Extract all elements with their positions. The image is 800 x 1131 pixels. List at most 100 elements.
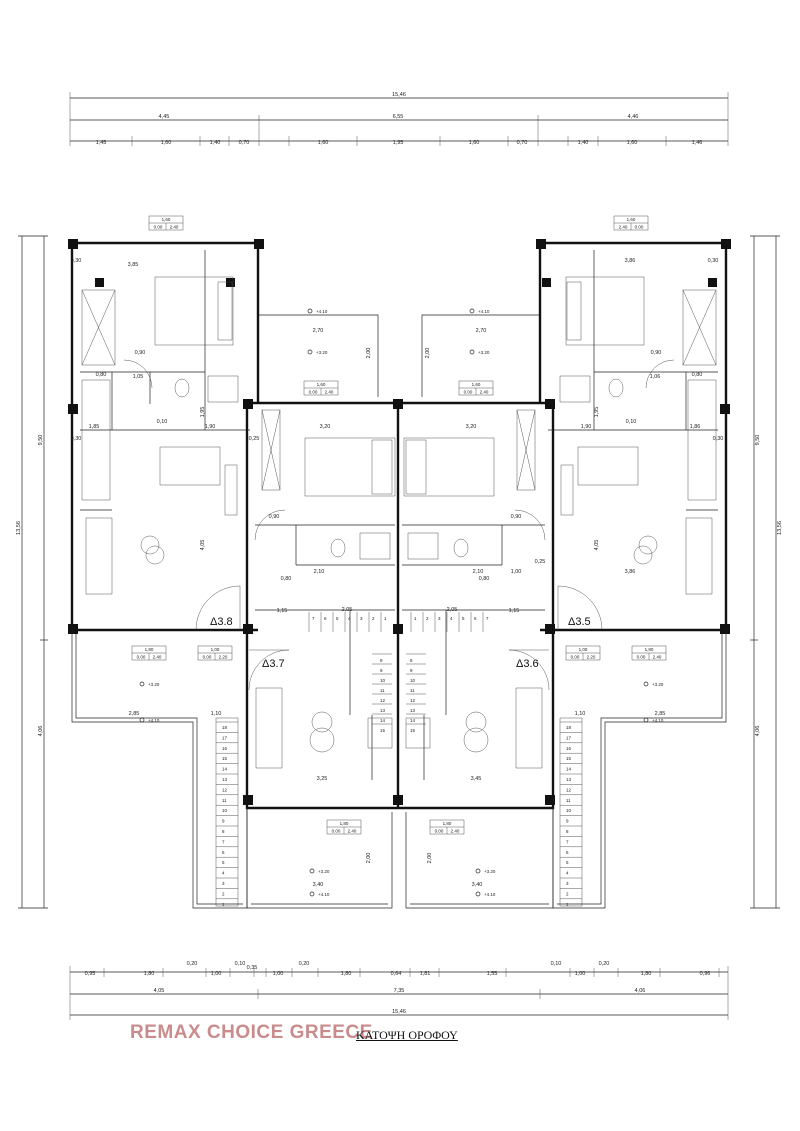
stair-step-right-16: 16: [566, 746, 572, 751]
window-head: 2.40: [153, 655, 162, 660]
dim-left-lower: 4,06: [38, 726, 44, 737]
window-head: 2.40: [653, 655, 662, 660]
stair-step-right-12: 12: [566, 787, 572, 792]
dim-bottom-r2-1: 4,05: [154, 988, 165, 994]
dim-bottom-r2-2: 7,35: [394, 988, 405, 994]
room-label-d37: Δ3.7: [262, 658, 285, 670]
stair-step-right-10: 10: [566, 808, 572, 813]
window-width: 1,00: [211, 647, 220, 652]
room-label-d35: Δ3.5: [568, 616, 591, 628]
interior-dim-a210r: 2,10: [473, 569, 484, 575]
stair-step-left-9: 9: [222, 819, 225, 824]
central-step-l-9: 9: [380, 668, 383, 673]
stair-step-left-2: 2: [222, 891, 225, 896]
level-marker-icon: [475, 891, 481, 897]
window-sill: 0.00: [637, 655, 646, 660]
stair-step-right-2: 2: [566, 891, 569, 896]
central-top-step-r-1: 1: [414, 616, 417, 621]
dim-bottom-r1-15: 0,20: [599, 961, 610, 967]
stair-step-right-18: 18: [566, 725, 572, 730]
interior-partitions: [80, 250, 718, 780]
central-step-r-14: 14: [410, 718, 416, 723]
interior-dim-a340r: 3,40: [472, 882, 483, 888]
level-marker-icon: [307, 349, 313, 355]
dim-top-r2-3: 4,46: [628, 114, 639, 120]
interior-dim-a270l: 2,70: [313, 328, 324, 334]
window-width: 1,80: [443, 821, 452, 826]
interior-dim-a285: 2,85: [129, 711, 140, 717]
level-l320e: +3.20: [318, 869, 330, 874]
central-top-step-r-7: 7: [486, 616, 489, 621]
dim-left-outer: 13,56: [16, 521, 22, 535]
structural-columns: [68, 239, 731, 805]
central-step-r-13: 13: [410, 708, 416, 713]
dim-bottom-r1-3: 0,20: [187, 961, 198, 967]
interior-dim-a010b: 0,10: [626, 419, 637, 425]
central-top-step-l-2: 2: [372, 616, 375, 621]
central-top-step-l-6: 6: [324, 616, 327, 621]
window-sill: 2.40: [619, 225, 628, 230]
plan-title: ΚΑΤΟΨΗ ΟΡΟΦΟΥ: [356, 1028, 458, 1042]
central-step-l-13: 13: [380, 708, 386, 713]
interior-dim-a100: 1,00: [511, 569, 522, 575]
interior-dim-a030a: 0,30: [71, 258, 82, 264]
level-l320f: +3.20: [484, 869, 496, 874]
dim-top-r3-1: 1,45: [96, 140, 107, 146]
interior-dim-a080b: 0,80: [692, 372, 703, 378]
dim-bottom-r1-17: 0,96: [700, 971, 711, 977]
dim-top-total: 15,46: [392, 92, 406, 98]
stair-step-right-13: 13: [566, 777, 572, 782]
room-label-d36: Δ3.6: [516, 658, 539, 670]
window-sill: 0.00: [154, 225, 163, 230]
stair-step-right-15: 15: [566, 756, 572, 761]
level-marker-icon: [309, 868, 315, 874]
central-top-step-l-4: 4: [348, 616, 351, 621]
window-head: 2.40: [170, 225, 179, 230]
level-marker-icon: [643, 717, 649, 723]
level-marker-icon: [475, 868, 481, 874]
side-dimension-lines: [18, 235, 780, 909]
interior-dim-a025b: 0,25: [535, 559, 546, 565]
central-step-r-12: 12: [410, 698, 416, 703]
dim-bottom-r1-5: 0,10: [235, 961, 246, 967]
window-head: 2.40: [480, 390, 489, 395]
central-step-r-9: 9: [410, 668, 413, 673]
stair-step-right-17: 17: [566, 735, 572, 740]
level-l410e: +4.10: [318, 892, 330, 897]
stair-step-left-18: 18: [222, 725, 228, 730]
dim-bottom-r1-6: 0,35: [247, 965, 258, 971]
central-top-step-r-5: 5: [462, 616, 465, 621]
dim-top-r2-1: 4,45: [159, 114, 170, 120]
window-head: 2.40: [348, 829, 357, 834]
window-head: 2.40: [451, 829, 460, 834]
level-l320c: +3.20: [148, 682, 160, 687]
window-sill: 0.00: [464, 390, 473, 395]
central-step-l-15: 15: [380, 728, 386, 733]
dim-right-lower: 4,06: [755, 726, 761, 737]
dim-bottom-r2-3: 4,06: [635, 988, 646, 994]
window-sill: 0.00: [137, 655, 146, 660]
level-l410a: +4.10: [316, 309, 328, 314]
stair-step-right-8: 8: [566, 829, 569, 834]
central-step-l-8: 8: [380, 658, 383, 663]
central-step-l-12: 12: [380, 698, 386, 703]
interior-dim-a105: 1,05: [133, 374, 144, 380]
top-dimension-chains: [69, 92, 729, 146]
dim-top-r3-6: 1,95: [393, 140, 404, 146]
dim-top-r3-8: 0,70: [517, 140, 528, 146]
stair-step-right-14: 14: [566, 767, 572, 772]
interior-dim-a010a: 0,10: [157, 419, 168, 425]
level-l410b: +4.10: [478, 309, 490, 314]
dim-top-r3-7: 1,60: [469, 140, 480, 146]
stair-step-left-8: 8: [222, 829, 225, 834]
stair-step-right-3: 3: [566, 881, 569, 886]
interior-dim-a090d: 0,90: [511, 514, 522, 520]
